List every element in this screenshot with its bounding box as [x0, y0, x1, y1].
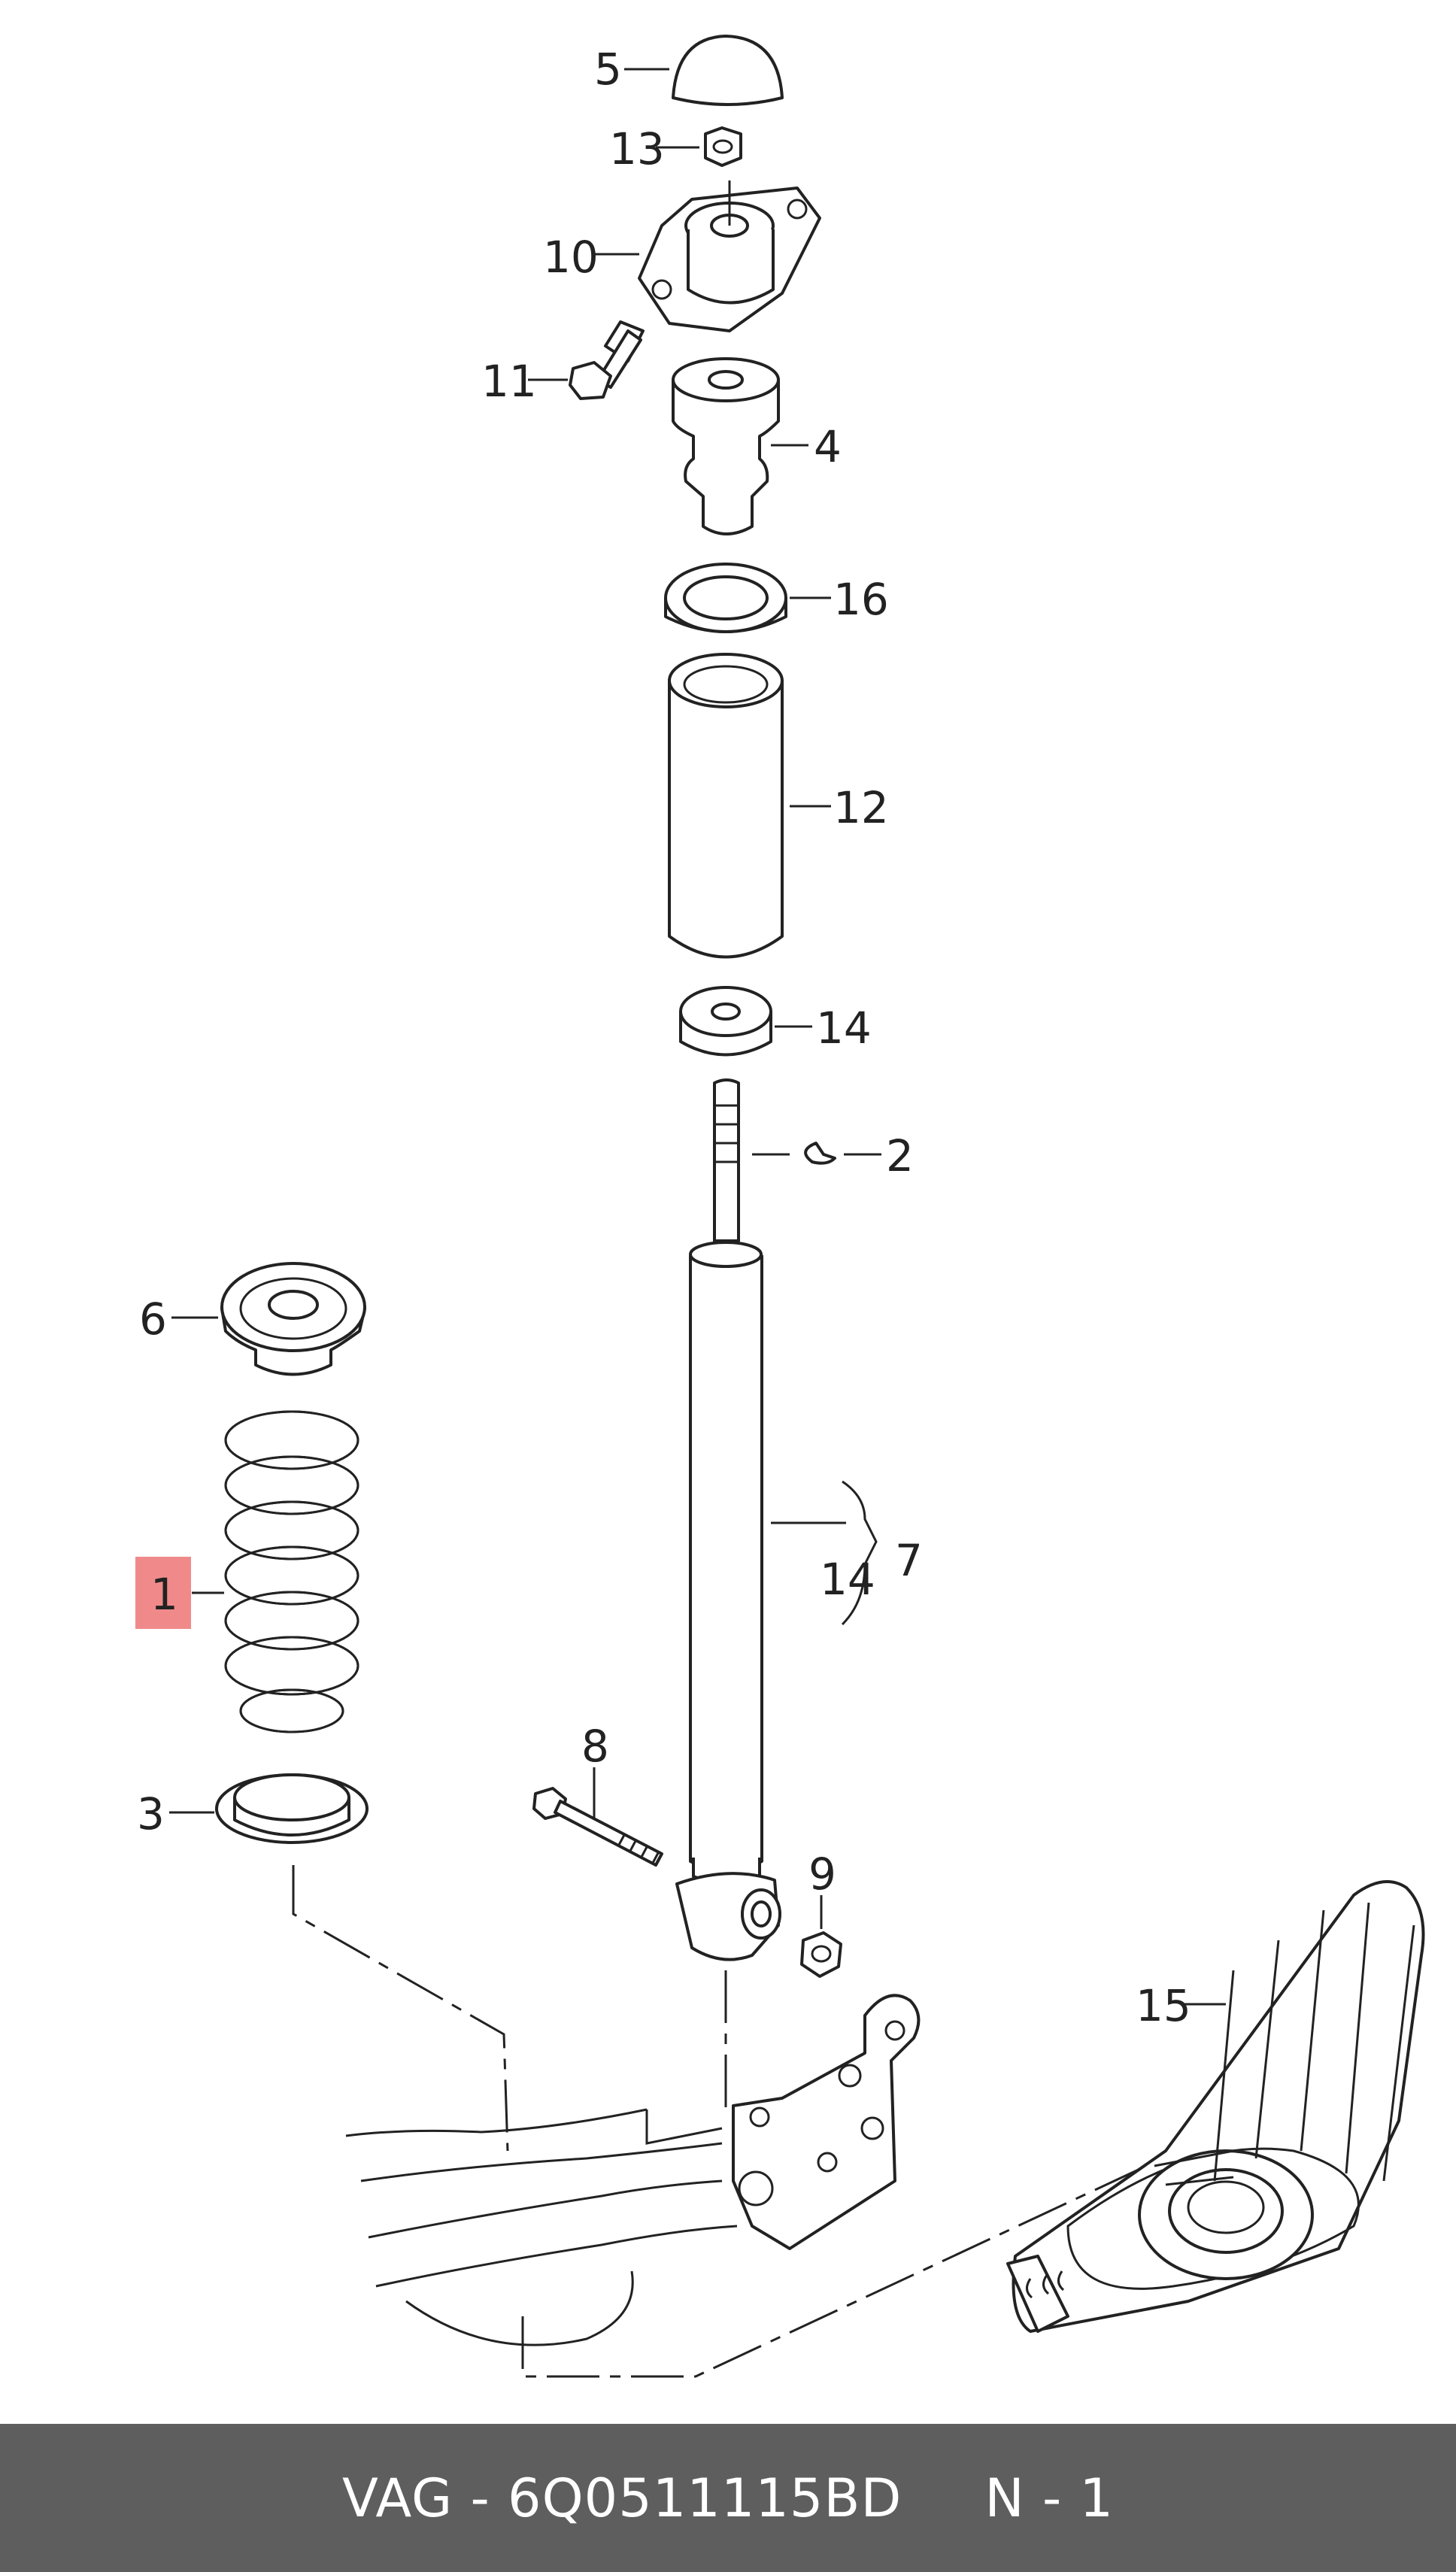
part-15-shield	[1006, 1880, 1425, 2333]
part-11-bolt	[569, 320, 645, 400]
callout-7[interactable]: 7	[895, 1535, 923, 1586]
footer-bar: VAG - 6Q0511115BD N - 1	[0, 2424, 1456, 2572]
callout-11[interactable]: 11	[481, 356, 537, 407]
axle-bracket	[732, 1994, 921, 2250]
callout-4[interactable]: 4	[814, 421, 842, 472]
part-2-clip	[804, 1142, 836, 1165]
callout-14-top[interactable]: 14	[816, 1002, 872, 1054]
part-7-shock-absorber	[675, 1078, 781, 1961]
part-6-upper-seat	[220, 1262, 366, 1376]
callout-10[interactable]: 10	[543, 232, 599, 283]
part-12-tube	[668, 653, 784, 959]
callout-13[interactable]: 13	[609, 123, 665, 174]
exploded-parts-diagram: 5 13 10 11 4 16	[135, 35, 1425, 2378]
callout-8[interactable]: 8	[581, 1721, 609, 1772]
part-10-top-mount	[638, 180, 821, 332]
part-13-nut	[704, 126, 742, 167]
callout-6[interactable]: 6	[139, 1294, 167, 1345]
part-8-bolt	[532, 1787, 663, 1867]
part-14-bushing	[679, 986, 772, 1057]
callout-3[interactable]: 3	[137, 1788, 165, 1840]
diagram-reference: N - 1	[984, 2467, 1115, 2529]
part-1-coil-spring	[224, 1410, 359, 1733]
highlight-box	[135, 1557, 191, 1629]
part-4-bump-stop	[672, 357, 780, 535]
axle-beam	[345, 2108, 738, 2346]
part-reference: VAG - 6Q0511115BD	[341, 2467, 902, 2529]
callout-14-group[interactable]: 14	[820, 1554, 875, 1605]
callout-2[interactable]: 2	[886, 1130, 914, 1181]
callout-12[interactable]: 12	[833, 782, 889, 833]
callout-16[interactable]: 16	[833, 574, 889, 625]
part-3-lower-pad	[215, 1773, 369, 1844]
part-9-nut	[800, 1931, 842, 1978]
callout-15[interactable]: 15	[1136, 1980, 1191, 2031]
callout-5[interactable]: 5	[594, 44, 622, 95]
callout-9[interactable]: 9	[808, 1849, 836, 1900]
callout-1[interactable]: 1	[150, 1569, 178, 1620]
part-16-ring	[664, 563, 787, 633]
part-5-cap	[672, 35, 784, 106]
